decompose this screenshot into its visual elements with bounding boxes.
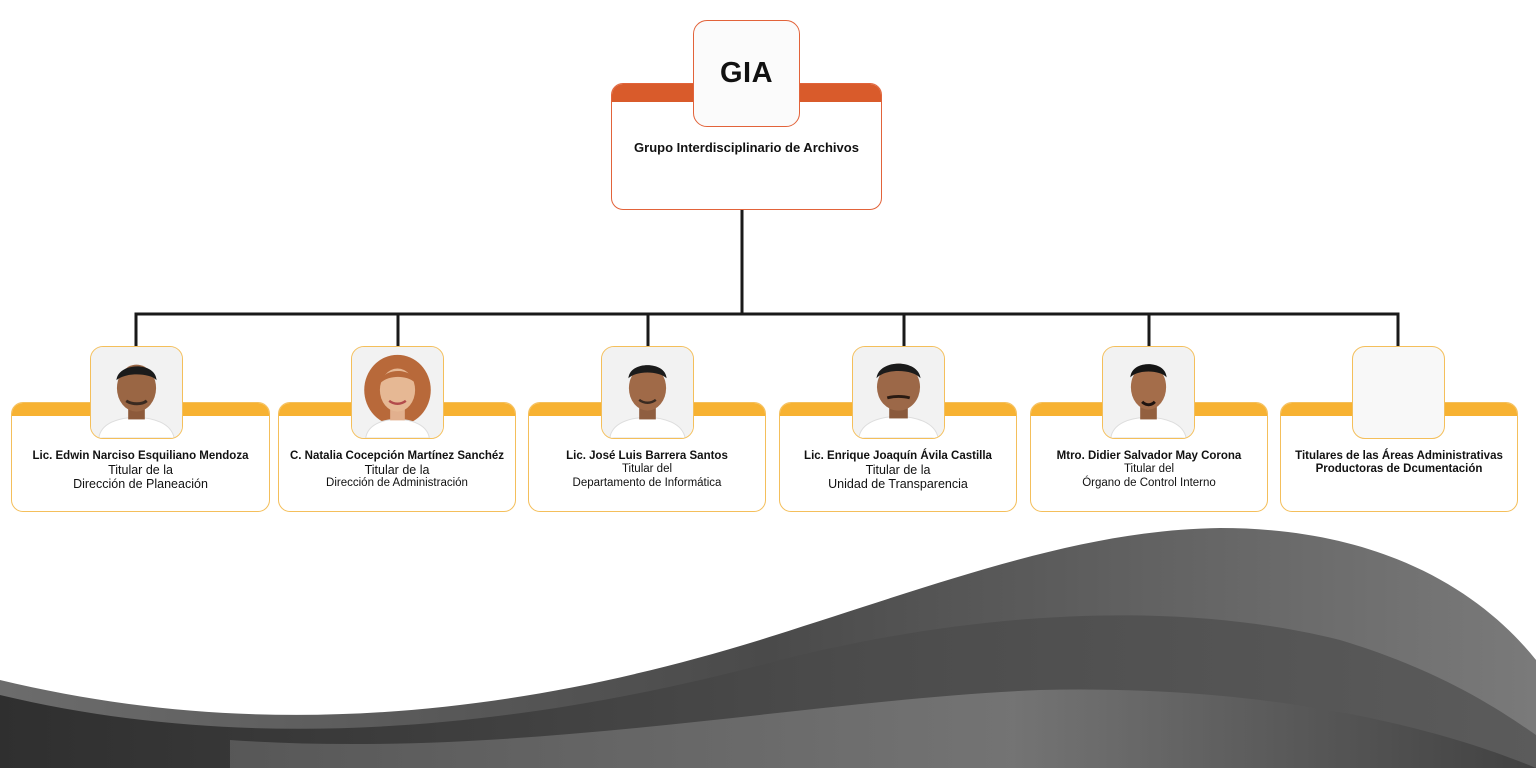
member-card-text: Lic. Edwin Narciso Esquiliano Mendoza Ti…: [14, 450, 267, 491]
woman-photo-icon: [352, 347, 443, 438]
empty-photo-placeholder: [1352, 346, 1445, 439]
member-card-text: C. Natalia Cocepción Martínez Sanchéz Ti…: [281, 450, 513, 491]
member-title-line1: Titular de la: [364, 463, 430, 477]
gia-acronym-box: GIA: [693, 20, 800, 127]
gia-full-name: Grupo Interdisciplinario de Archivos: [634, 140, 859, 155]
member-photo-1: [90, 346, 183, 439]
member-name: C. Natalia Cocepción Martínez Sanchéz: [289, 450, 505, 462]
gia-node-card: Grupo Interdisciplinario de Archivos: [611, 83, 882, 210]
member-card-text: Mtro. Didier Salvador May Corona Titular…: [1033, 450, 1265, 490]
member-title-line2: Unidad de Transparencia: [828, 477, 968, 491]
member-photo-3: [601, 346, 694, 439]
member-photo-2: [351, 346, 444, 439]
member-card-text: Titulares de las Áreas Administrativas P…: [1283, 450, 1515, 476]
member-name: Lic. Enrique Joaquín Ávila Castilla: [804, 450, 992, 462]
man-photo-icon: [91, 347, 182, 438]
connector-bus: [134, 312, 1400, 346]
member-title-line2: Departamento de Informática: [572, 476, 722, 489]
member-name: Lic. José Luis Barrera Santos: [566, 450, 728, 462]
member-card-6: Titulares de las Áreas Administrativas P…: [1280, 402, 1518, 512]
member-title-line1: Titular del: [621, 463, 673, 475]
man-photo-icon: [602, 347, 693, 438]
member-card-text: Lic. José Luis Barrera Santos Titular de…: [531, 450, 763, 490]
member-card-text: Lic. Enrique Joaquín Ávila Castilla Titu…: [782, 450, 1014, 491]
member-photo-5: [1102, 346, 1195, 439]
member-name-line1: Titulares de las Áreas Administrativas: [1295, 450, 1503, 462]
member-title-line1: Titular de la: [108, 463, 173, 477]
member-title-line1: Titular de la: [865, 463, 931, 477]
member-title-line1: Titular del: [1123, 463, 1175, 475]
man-photo-icon: [853, 347, 944, 438]
member-name-line2: Productoras de Dcumentación: [1315, 463, 1483, 475]
member-name: Mtro. Didier Salvador May Corona: [1056, 450, 1242, 462]
member-name: Lic. Edwin Narciso Esquiliano Mendoza: [32, 450, 249, 462]
man-photo-icon: [1103, 347, 1194, 438]
member-photo-4: [852, 346, 945, 439]
member-title-line2: Dirección de Administración: [326, 477, 468, 489]
member-title-line2: Órgano de Control Interno: [1082, 476, 1216, 489]
wave-front: [230, 689, 1536, 768]
member-title-line2: Dirección de Planeación: [73, 477, 208, 491]
